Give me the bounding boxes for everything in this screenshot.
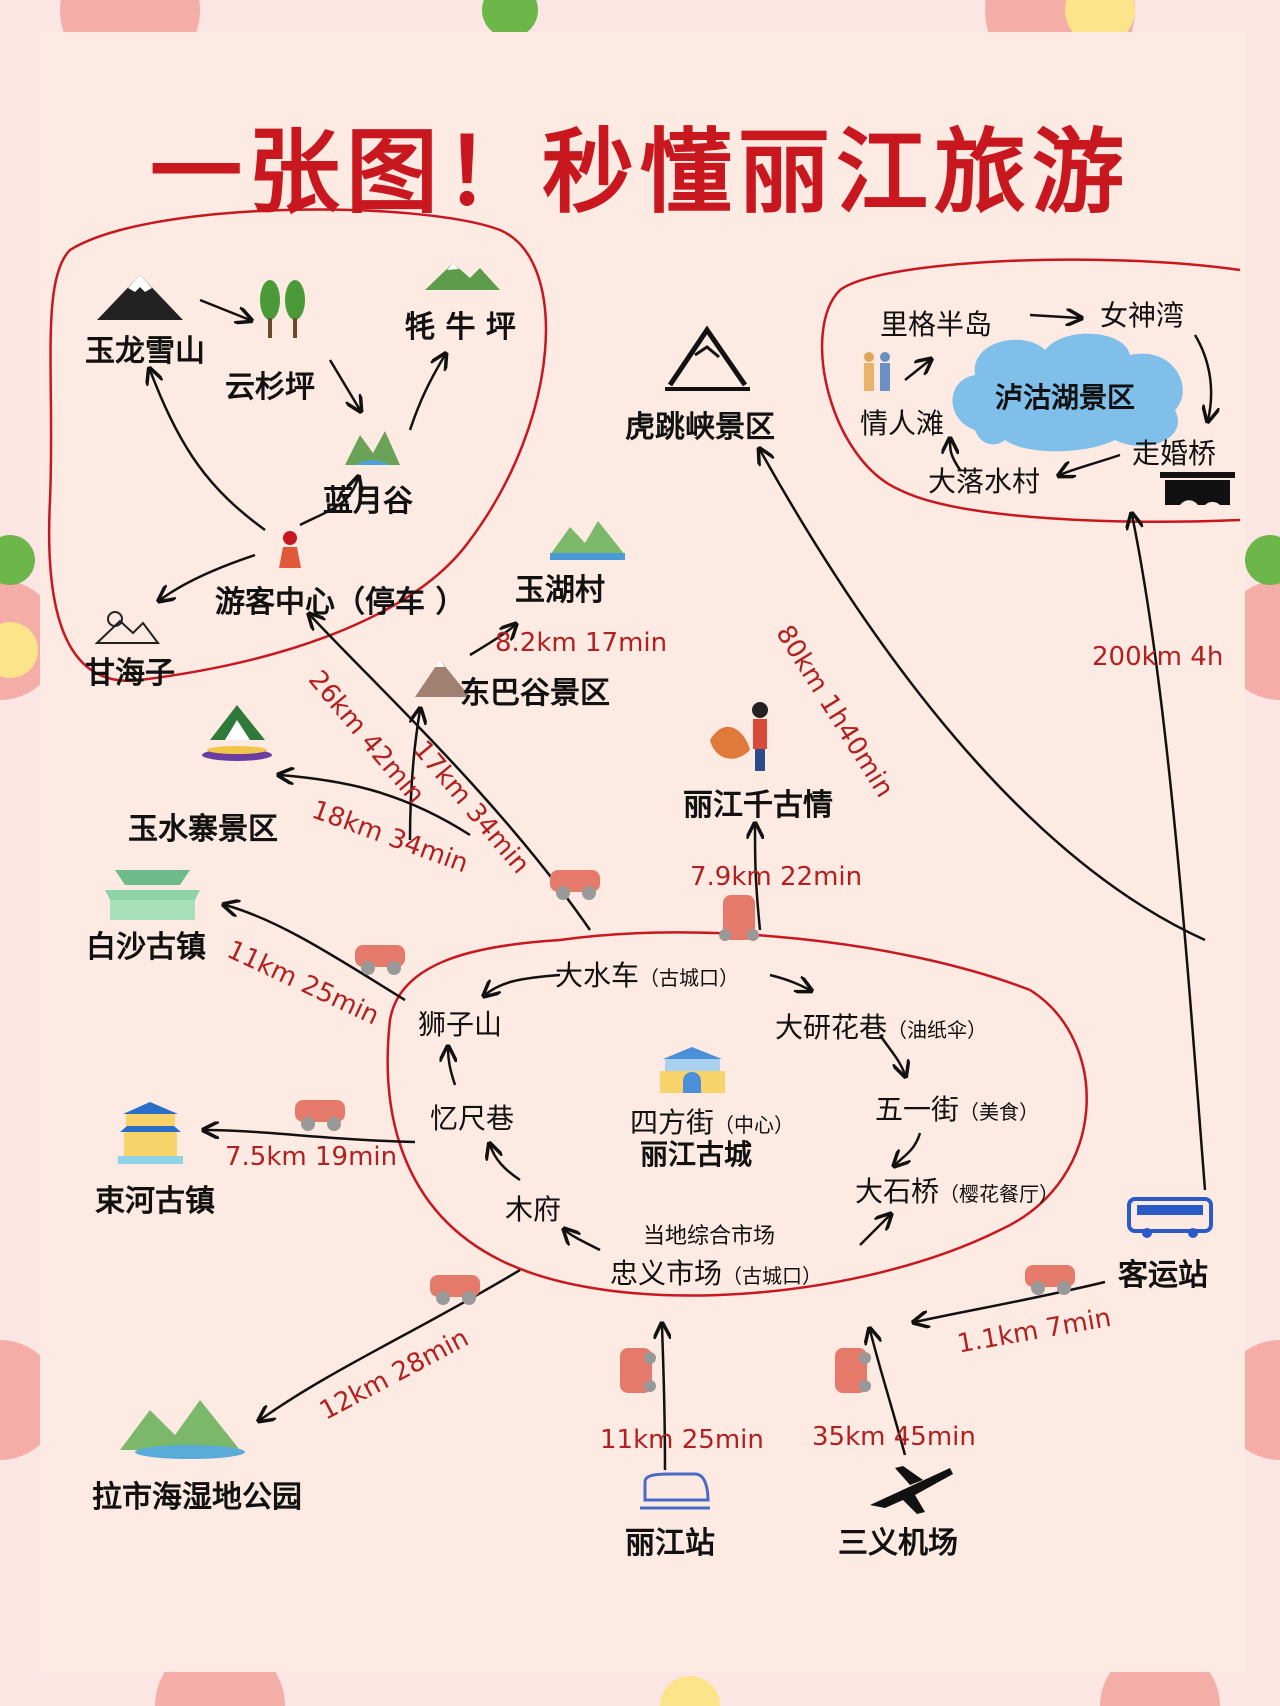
sifangjie-label: 四方街 bbox=[630, 1106, 715, 1139]
green-mountain-icon bbox=[425, 263, 500, 290]
place-nvshenwan[interactable]: 女神湾 bbox=[1100, 299, 1185, 332]
snow-mountain-icon bbox=[97, 275, 183, 320]
bridge-icon bbox=[1160, 472, 1235, 505]
pavilion-icon bbox=[105, 870, 200, 920]
fortress-icon bbox=[550, 521, 625, 560]
temple-icon bbox=[118, 1102, 183, 1164]
dashuiche-label: 大水车 bbox=[555, 959, 640, 992]
lake-icon bbox=[952, 333, 1183, 452]
page-title: 一张图！秒懂丽江旅游 bbox=[149, 119, 1130, 226]
place-yichixiang[interactable]: 忆尺巷 bbox=[430, 1102, 515, 1135]
dashiqiao-note: （樱花餐厅） bbox=[939, 1182, 1060, 1206]
old-town-gate-icon bbox=[660, 1047, 725, 1093]
gate-icon bbox=[202, 705, 272, 761]
sifangjie-note: （中心） bbox=[714, 1113, 795, 1137]
place-lashihai[interactable]: 拉市海湿地公园 bbox=[92, 1480, 302, 1515]
place-ligebandao[interactable]: 里格半岛 bbox=[880, 308, 993, 341]
route-label-station: 11km 25min bbox=[600, 1425, 764, 1455]
place-visitor-center[interactable]: 游客中心（停车 ） bbox=[215, 585, 466, 620]
bus-icon bbox=[1127, 1197, 1213, 1238]
place-yulong-snow-mountain[interactable]: 玉龙雪山 bbox=[85, 334, 205, 369]
car-icon bbox=[835, 1348, 871, 1393]
trees-icon bbox=[260, 280, 305, 338]
place-dayanhuaxiang[interactable]: 大研花巷（油纸伞） bbox=[775, 1006, 987, 1046]
place-maoniuping[interactable]: 牦 牛 坪 bbox=[405, 310, 516, 345]
dayanhuaxiang-label: 大研花巷 bbox=[775, 1011, 888, 1044]
car-icon bbox=[355, 945, 405, 975]
market-note: 当地综合市场 bbox=[643, 1224, 776, 1249]
place-yunshanping[interactable]: 云杉坪 bbox=[225, 370, 315, 405]
route-label-yuhucun: 8.2km 17min bbox=[495, 628, 668, 658]
place-lijiang-old-town[interactable]: 丽江古城 bbox=[640, 1138, 753, 1171]
place-ganhaizi[interactable]: 甘海子 bbox=[85, 656, 175, 691]
place-wuyijie[interactable]: 五一街（美食） bbox=[875, 1088, 1039, 1128]
car-icon bbox=[1025, 1265, 1075, 1295]
map-card bbox=[40, 32, 1245, 1672]
place-zouhunqiao[interactable]: 走婚桥 bbox=[1132, 437, 1217, 470]
place-dashuiche[interactable]: 大水车（古城口） bbox=[555, 954, 739, 994]
route-label-shuhe: 7.5km 19min bbox=[225, 1142, 398, 1172]
place-shizishan[interactable]: 狮子山 bbox=[418, 1008, 503, 1041]
car-icon bbox=[295, 1100, 345, 1131]
route-label-lugu: 200km 4h bbox=[1092, 642, 1224, 672]
place-dashiqiao[interactable]: 大石桥（樱花餐厅） bbox=[855, 1170, 1059, 1210]
route-label-airport: 35km 45min bbox=[812, 1422, 976, 1452]
place-lijiang-station[interactable]: 丽江站 bbox=[625, 1526, 715, 1561]
place-bus-station[interactable]: 客运站 bbox=[1118, 1258, 1208, 1293]
zhongyi-note: （古城口） bbox=[722, 1264, 823, 1288]
place-yushuizhai[interactable]: 玉水寨景区 bbox=[128, 812, 278, 847]
mountain-outline-icon bbox=[665, 325, 750, 391]
people-icon bbox=[864, 352, 890, 391]
airplane-icon bbox=[870, 1466, 953, 1514]
sun-mountain-icon bbox=[95, 611, 160, 644]
place-qingrentan[interactable]: 情人滩 bbox=[860, 407, 945, 440]
car-icon bbox=[620, 1348, 656, 1393]
train-icon bbox=[640, 1472, 710, 1510]
place-baisha[interactable]: 白沙古镇 bbox=[86, 930, 206, 965]
place-mufu[interactable]: 木府 bbox=[505, 1193, 562, 1226]
route-label-qiangu: 7.9km 22min bbox=[690, 862, 863, 892]
place-shuhe[interactable]: 束河古镇 bbox=[95, 1184, 215, 1219]
dayanhuaxiang-note: （油纸伞） bbox=[887, 1018, 988, 1042]
car-icon bbox=[430, 1275, 480, 1305]
place-qiangu[interactable]: 丽江千古情 bbox=[683, 788, 833, 823]
person-icon bbox=[279, 531, 301, 568]
wetland-icon bbox=[120, 1400, 245, 1459]
wuyijie-note: （美食） bbox=[959, 1100, 1040, 1124]
zhongyi-label: 忠义市场 bbox=[610, 1257, 723, 1290]
place-daluoshuicun[interactable]: 大落水村 bbox=[928, 465, 1041, 498]
hill-icon bbox=[415, 660, 470, 697]
place-lugu-lake[interactable]: 泸沽湖景区 bbox=[995, 381, 1136, 414]
place-zhongyi-market[interactable]: 忠义市场（古城口） bbox=[610, 1252, 822, 1292]
place-yuhucun[interactable]: 玉湖村 bbox=[515, 573, 605, 608]
car-icon bbox=[719, 895, 759, 941]
place-dongbagu[interactable]: 东巴谷景区 bbox=[460, 676, 610, 711]
place-hutiaoxia[interactable]: 虎跳峡景区 bbox=[625, 410, 775, 445]
dashiqiao-label: 大石桥 bbox=[855, 1175, 940, 1208]
wuyijie-label: 五一街 bbox=[875, 1093, 960, 1126]
dashuiche-note: （古城口） bbox=[639, 966, 740, 990]
place-sifangjie[interactable]: 四方街（中心） bbox=[630, 1101, 794, 1141]
dancers-icon bbox=[710, 702, 768, 771]
valley-icon bbox=[345, 431, 400, 465]
car-icon bbox=[550, 870, 600, 900]
place-sanyi-airport[interactable]: 三义机场 bbox=[838, 1526, 958, 1561]
place-lanyuegu[interactable]: 蓝月谷 bbox=[323, 484, 413, 519]
